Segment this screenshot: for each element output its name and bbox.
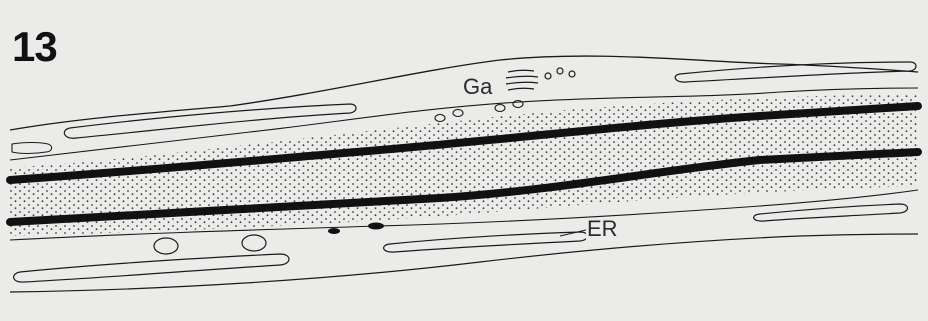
vesicle-cluster-lower (154, 235, 266, 254)
er-label: ER (586, 218, 619, 240)
figure-number: 13 (12, 26, 57, 68)
cisterna-right-mid (754, 204, 908, 221)
cisterna-upper-left (64, 104, 356, 138)
golgi-stack (506, 68, 575, 90)
cisterna-lower-long (384, 232, 588, 252)
cisterna-far-left (12, 143, 52, 154)
dark-granules (328, 223, 384, 235)
golgi-label: Ga (462, 76, 493, 98)
cisterna-upper-right (675, 62, 916, 82)
cisterna-lower-left (14, 254, 289, 282)
lower-cell-edge (10, 234, 918, 292)
